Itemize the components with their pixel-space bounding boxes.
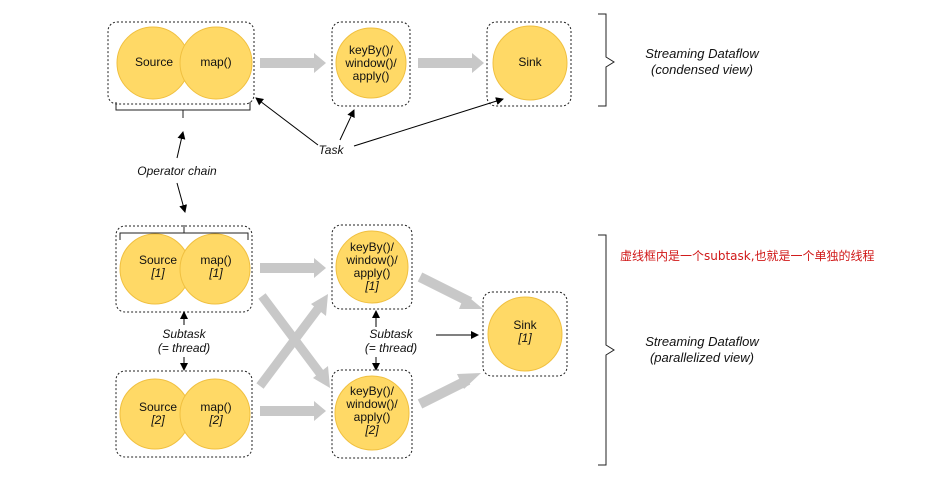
keyby-1-line-2: window()/ xyxy=(346,253,398,267)
parallel-title-line-1: Streaming Dataflow xyxy=(645,334,759,349)
map-2-name: map() xyxy=(200,400,232,414)
condensed-title-line-2: (condensed view) xyxy=(651,62,753,77)
source-1-index: [1] xyxy=(151,266,165,280)
chain-box-2 xyxy=(115,370,253,458)
map-2-node xyxy=(179,378,251,450)
keyby-line-3: apply() xyxy=(352,69,390,83)
sink-1-name: Sink xyxy=(513,318,537,332)
source-2-label: Source [2] xyxy=(128,401,188,427)
flow-arrow-map-to-keyby xyxy=(260,53,326,73)
keyby-2-line-3: apply() xyxy=(353,410,391,424)
parallel-title-line-2: (parallelized view) xyxy=(649,350,755,365)
flow-arrow-map2-to-keyby1 xyxy=(256,294,328,389)
flow-arrow-map1-to-keyby1 xyxy=(260,258,326,278)
sink-1-index: [1] xyxy=(518,331,532,345)
operator-chain-arrow-up xyxy=(176,131,186,159)
keyby-line-1: keyBy()/ xyxy=(348,43,393,57)
source-2-index: [2] xyxy=(151,413,165,427)
keyby-2-line-2: window()/ xyxy=(346,397,398,411)
map-2-index: [2] xyxy=(209,413,223,427)
map-2-label: map() [2] xyxy=(186,401,246,427)
keyby-1-line-3: apply() xyxy=(353,266,391,280)
flow-arrow-keyby-to-sink xyxy=(418,53,484,73)
subtask-label-2-line-2: (= thread) xyxy=(364,341,418,355)
brace-parallel xyxy=(598,234,615,466)
condensed-title: Streaming Dataflow (condensed view) xyxy=(612,46,792,78)
task-arrow-to-chain xyxy=(255,97,319,146)
flow-arrow-map2-to-keyby2 xyxy=(260,401,326,421)
chain-bracket-1 xyxy=(119,225,249,240)
keyby-2-node xyxy=(334,375,410,451)
flow-arrow-keyby2-to-sink xyxy=(417,373,481,409)
keyby-box-1 xyxy=(331,224,413,310)
keyby-node xyxy=(335,27,407,99)
map-label: map() xyxy=(200,55,232,69)
flow-arrow-keyby1-to-sink xyxy=(417,272,483,309)
sink-node xyxy=(492,25,568,101)
chain-box-condensed xyxy=(107,21,255,105)
map-1-label: map() [1] xyxy=(186,254,246,280)
task-arrow-to-sink xyxy=(353,97,504,147)
map-node xyxy=(179,26,253,100)
sink-box-1 xyxy=(482,291,568,377)
operator-chain-arrow-down xyxy=(176,182,187,213)
subtask-label-2: Subtask (= thread) xyxy=(346,327,436,355)
keyby-2-label: keyBy()/ window()/ apply() [2] xyxy=(331,385,413,437)
keyby-label: keyBy()/ window()/ apply() xyxy=(331,44,411,83)
chain-bracket-top xyxy=(115,102,251,118)
subtask-label: Subtask (= thread) xyxy=(134,327,234,355)
subtask-label-line-2: (= thread) xyxy=(157,341,211,355)
source-1-label: Source [1] xyxy=(128,254,188,280)
keyby-2-line-1: keyBy()/ xyxy=(349,384,394,398)
keyby-1-line-1: keyBy()/ xyxy=(349,240,394,254)
brace-condensed xyxy=(598,13,615,107)
source-label: Source xyxy=(134,55,174,69)
parallel-title: Streaming Dataflow (parallelized view) xyxy=(612,334,792,366)
sink-1-label: Sink [1] xyxy=(495,319,555,345)
sink-1-node xyxy=(487,296,563,372)
task-arrow-to-keyby xyxy=(339,109,355,141)
subtask-annotation: 虚线框内是一个subtask,也就是一个单独的线程 xyxy=(620,249,875,263)
operator-chain-label: Operator chain xyxy=(137,164,217,178)
sink-box-condensed xyxy=(486,21,572,107)
subtask-label-line-1: Subtask xyxy=(162,327,206,341)
keyby-line-2: window()/ xyxy=(345,56,397,70)
source-1-name: Source xyxy=(138,253,178,267)
subtask-label-2-line-1: Subtask xyxy=(369,327,413,341)
sink-label: Sink xyxy=(518,55,542,69)
map-1-name: map() xyxy=(200,253,232,267)
keyby-1-index: [1] xyxy=(365,279,379,293)
condensed-title-line-1: Streaming Dataflow xyxy=(645,46,759,61)
map-1-node xyxy=(179,233,251,305)
keyby-box-condensed xyxy=(331,21,411,107)
map-1-index: [1] xyxy=(209,266,223,280)
source-2-name: Source xyxy=(138,400,178,414)
keyby-2-index: [2] xyxy=(365,423,379,437)
keyby-1-node xyxy=(335,230,409,304)
keyby-1-label: keyBy()/ window()/ apply() [1] xyxy=(331,241,413,293)
task-label: Task xyxy=(318,143,344,157)
